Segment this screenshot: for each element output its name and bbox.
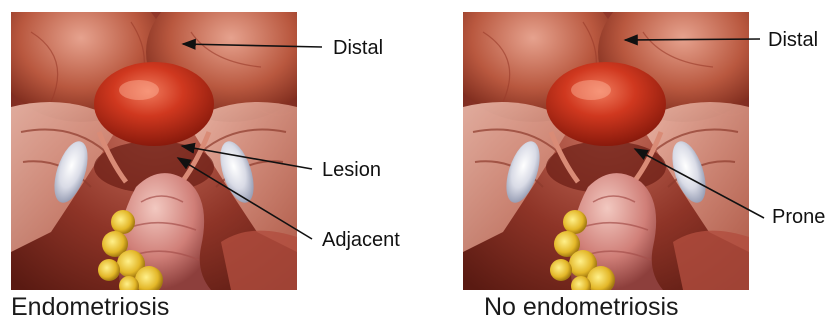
adjacent-label: Adjacent: [322, 229, 400, 251]
lesion-label: Lesion: [322, 159, 381, 181]
prone-label: Prone: [772, 206, 825, 228]
endometriosis-caption: Endometriosis: [11, 293, 169, 321]
distal-label-left: Distal: [333, 37, 383, 59]
no-endometriosis-caption: No endometriosis: [484, 293, 679, 321]
distal-label-right: Distal: [768, 29, 818, 51]
no-endometriosis-illustration: [463, 12, 749, 290]
endometriosis-illustration: [11, 12, 297, 290]
